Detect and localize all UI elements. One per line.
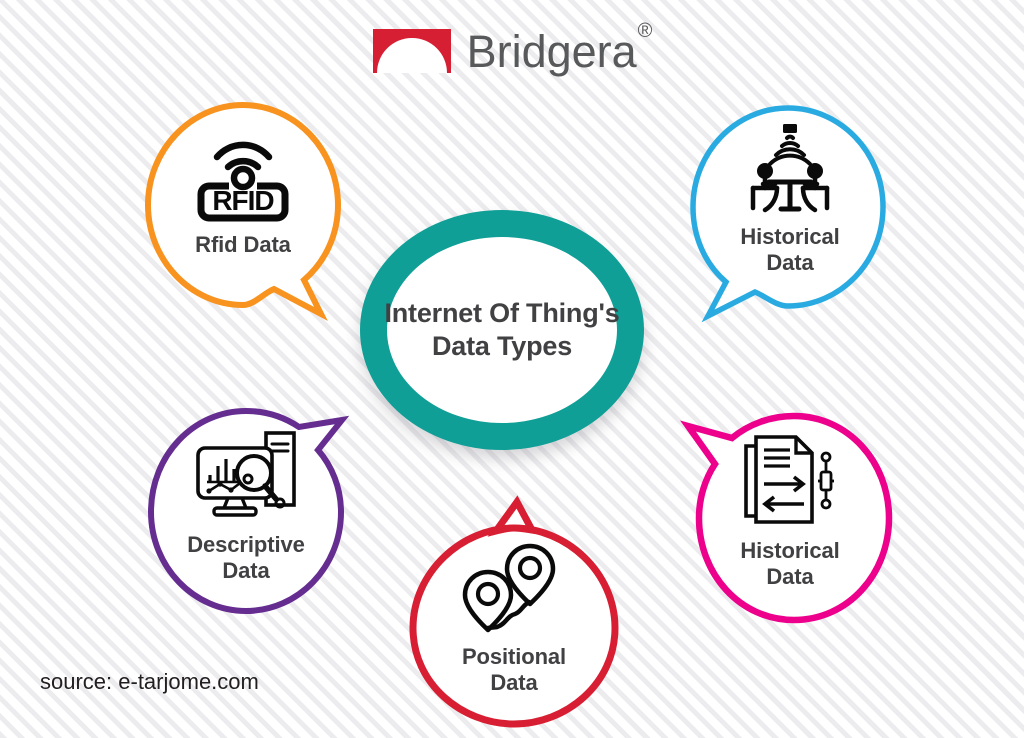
bubble-historical-top-content: Historical Data [706,118,874,276]
brand-name-text: Bridgera [466,25,637,77]
monitor-chart-magnifier-icon [196,431,296,517]
bubble-rfid-shape [144,101,342,322]
brand-header: Bridgera® [0,20,1024,82]
bubble-positional-label: Positional Data [461,644,567,695]
bubble-positional-content: Positional Data [430,538,598,696]
brand-name: Bridgera® [466,21,653,77]
bubble-rfid-content: RFID Rfid Data [159,126,327,258]
bridge-arch-logo-icon [372,29,451,73]
bubble-historical-bottom-content: Historical Data [706,432,874,590]
bubble-historical-top-shape [690,105,886,323]
bubble-historical-bottom[interactable]: Historical Data [680,410,894,632]
bubble-historical-top-label: Historical Data [740,224,840,275]
bubble-descriptive-label: Descriptive Data [187,532,305,583]
bubble-rfid[interactable]: RFID Rfid Data [143,100,343,322]
source-credit: source: e-tarjome.com [40,669,259,694]
bubble-historical-top[interactable]: Historical Data [688,104,888,323]
hub-title: Internet Of Thing's Data Types [384,297,620,361]
document-exchange-icon [744,435,834,524]
bubble-historical-bottom-label: Historical Data [740,538,840,589]
rfid-tag-icon: RFID [197,141,289,222]
center-hub: Internet Of Thing's Data Types [360,210,644,450]
map-pins-route-icon [462,543,556,633]
bubble-rfid-label: Rfid Data [195,232,291,257]
svg-text:RFID: RFID [212,185,274,216]
bubble-descriptive[interactable]: Descriptive Data [146,406,350,624]
registered-trademark-symbol: ® [637,19,653,42]
bubble-positional[interactable]: Positional Data [408,495,620,728]
bubble-descriptive-content: Descriptive Data [162,428,330,584]
people-at-table-sensor-icon [750,124,830,213]
